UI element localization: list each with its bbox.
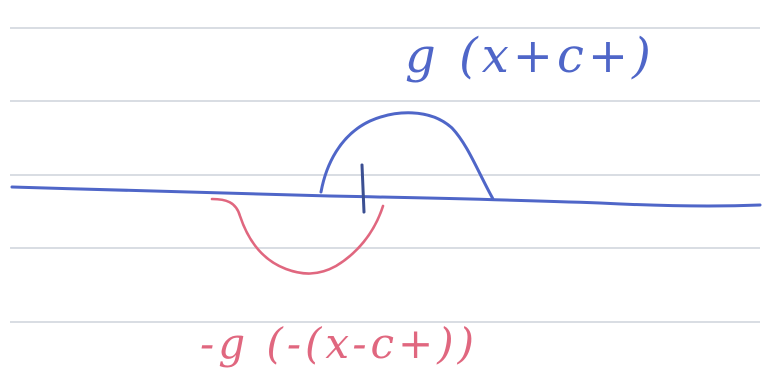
horizontal-axis [10, 185, 762, 208]
pink-inverted-pulse-curve [210, 197, 385, 275]
blue-pulse-curve [319, 111, 495, 201]
bottom-wave-label: -g (-(x-c+)) [200, 319, 478, 368]
center-tick-mark [360, 163, 366, 214]
top-wave-label: g (x+c+) [405, 28, 655, 84]
ruled-lines [10, 27, 760, 323]
